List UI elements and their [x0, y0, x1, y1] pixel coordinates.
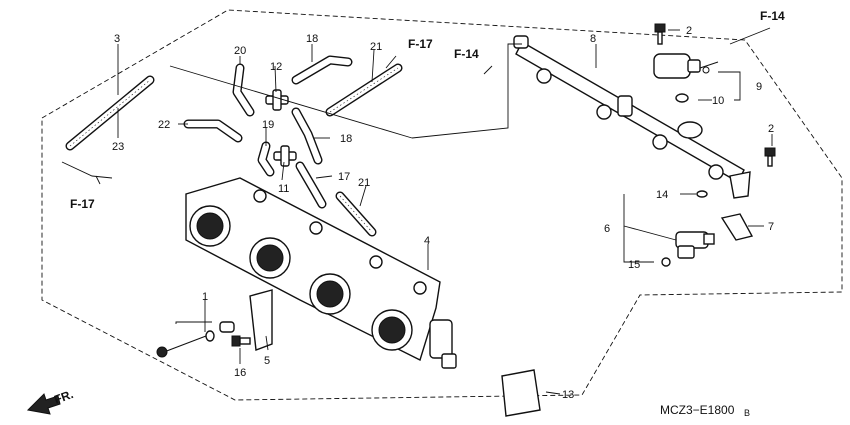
callout-4: 4: [424, 235, 430, 247]
callout-22: 22: [158, 119, 170, 131]
drawing-code: MCZ3−E1800: [660, 403, 735, 417]
callout-14: 14: [656, 189, 668, 201]
callout-18-mid: 18: [340, 133, 352, 145]
hose-18-mid: [291, 107, 323, 165]
idle-screw: [156, 321, 235, 358]
callout-23: 23: [112, 141, 124, 153]
o-ring-10: [675, 93, 689, 103]
front-arrow-icon: [26, 393, 61, 415]
tee-joint-11: [273, 145, 297, 167]
callout-16: 16: [234, 367, 246, 379]
hose-17: [295, 161, 327, 209]
injector: [661, 231, 715, 267]
ref-f14-top: F-14: [760, 9, 785, 23]
callout-9: 9: [756, 81, 762, 93]
injector-clip: [720, 213, 754, 241]
callout-6: 6: [604, 223, 610, 235]
ref-f17-top: F-17: [408, 37, 433, 51]
callout-18-top: 18: [306, 33, 318, 45]
callout-1: 1: [202, 291, 208, 303]
bracket-5: [249, 289, 273, 351]
callout-7: 7: [768, 221, 774, 233]
callout-13: 13: [562, 389, 574, 401]
hose-20: [232, 63, 255, 117]
bolt-2-top: [654, 23, 666, 45]
fuel-rail: [513, 35, 751, 199]
bolt-2-right: [764, 147, 776, 167]
drawing-code-suffix: B: [744, 408, 750, 418]
callout-2-right: 2: [768, 123, 774, 135]
o-ring-14: [696, 190, 708, 198]
hose-3-23: [65, 75, 155, 151]
hose-19: [257, 141, 275, 177]
callout-15: 15: [628, 259, 640, 271]
callout-8: 8: [590, 33, 596, 45]
hose-22: [183, 119, 243, 143]
callout-19: 19: [262, 119, 274, 131]
hose-21-top: [325, 63, 403, 117]
callout-10: 10: [712, 95, 724, 107]
callout-3: 3: [114, 33, 120, 45]
tee-joint-12: [265, 89, 289, 111]
ref-f14-mid: F-14: [454, 47, 479, 61]
cover-13: [501, 369, 541, 417]
callout-5: 5: [264, 355, 270, 367]
hose-21-low: [335, 191, 377, 237]
front-marker-label: FR.: [52, 387, 75, 407]
pressure-regulator: [653, 53, 719, 79]
callout-numbers: 3 23 20 12 18 21 22 19 18 11 17 21 4 1 1…: [112, 25, 774, 401]
callout-20: 20: [234, 45, 246, 57]
callout-2-top: 2: [686, 25, 692, 37]
callout-12: 12: [270, 61, 282, 73]
assembly-border: [41, 9, 843, 401]
callout-21-top: 21: [370, 41, 382, 53]
ref-f17-left: F-17: [70, 197, 95, 211]
throttle-body: [185, 177, 457, 369]
bolt-16: [231, 335, 251, 347]
callout-17: 17: [338, 171, 350, 183]
hose-18-top: [291, 55, 353, 85]
callout-11: 11: [278, 183, 289, 195]
callout-21-low: 21: [358, 177, 370, 189]
leader-lines: [61, 27, 773, 395]
